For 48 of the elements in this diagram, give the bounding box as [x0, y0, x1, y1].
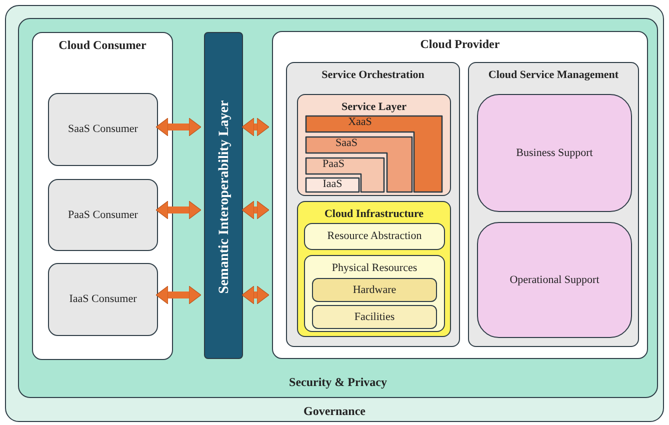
process-box [304, 223, 445, 250]
l-shaped-block [305, 136, 413, 193]
label: Facilities [353, 310, 396, 324]
heading: Governance [302, 405, 366, 418]
double-arrow [242, 118, 270, 136]
label: Resource Abstraction [326, 230, 423, 243]
double-arrow [242, 200, 270, 220]
heading: Cloud Service Management [487, 69, 620, 82]
label: SaaS Consumer [67, 123, 139, 136]
label: IaaS [322, 178, 344, 191]
label: Business Support [515, 146, 594, 160]
l-shaped-block [305, 157, 385, 193]
actor-panel [272, 31, 648, 359]
component-panel [468, 62, 639, 347]
double-arrow [156, 200, 202, 220]
heading: Service Orchestration [320, 69, 426, 82]
layer-box [304, 255, 445, 332]
heading: Security & Privacy [288, 376, 388, 389]
process-box [48, 263, 158, 336]
label: Physical Resources [330, 262, 418, 275]
component-panel [286, 62, 460, 347]
layer-box [297, 94, 451, 196]
heading: Service Layer [340, 101, 408, 114]
heading: Cloud Provider [419, 38, 501, 51]
label: PaaS [322, 158, 346, 171]
double-arrow [156, 286, 202, 304]
double-arrow [242, 286, 270, 304]
heading: Cloud Infrastructure [323, 208, 425, 221]
label: XaaS [347, 116, 373, 129]
double-arrow [156, 118, 202, 136]
process-box [477, 222, 632, 338]
label: IaaS Consumer [68, 293, 138, 306]
process-box [312, 305, 437, 329]
label: Operational Support [508, 274, 600, 286]
heading: Semantic Interoperability Layer [216, 100, 232, 294]
label: PaaS Consumer [67, 208, 139, 222]
process-box [48, 179, 158, 251]
process-box [477, 94, 632, 212]
layer-bar [204, 32, 243, 359]
label: SaaS [334, 137, 358, 150]
heading: Cloud Consumer [58, 39, 148, 52]
layer-box [297, 201, 451, 337]
process-box [312, 278, 437, 302]
actor-panel [32, 32, 173, 360]
label: Hardware [352, 284, 398, 296]
process-box [48, 93, 158, 166]
l-shaped-block [305, 177, 360, 193]
l-shaped-block [305, 115, 443, 193]
